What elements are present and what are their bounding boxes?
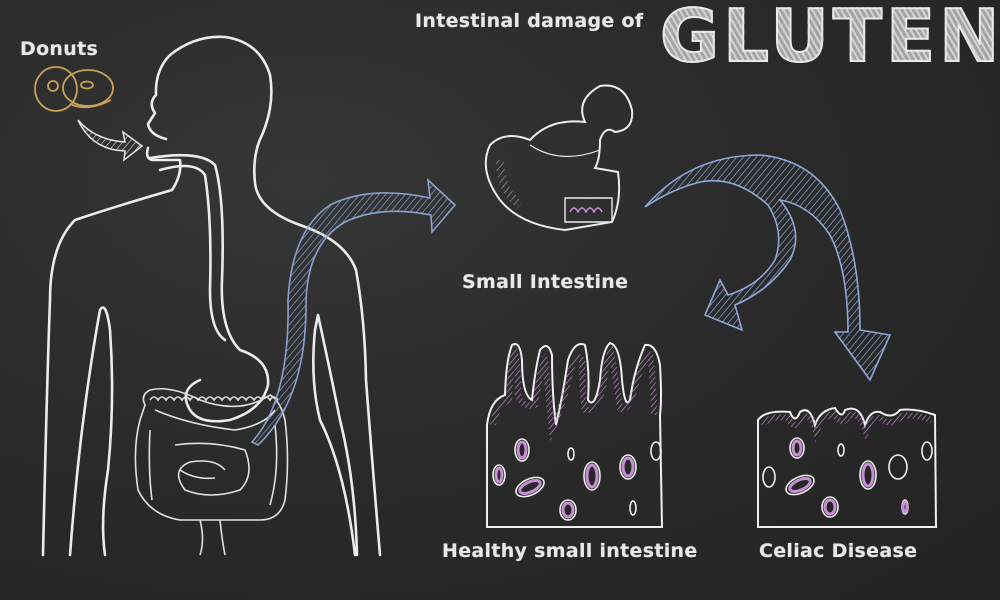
arrow-body-to-intestine-icon [250, 177, 457, 446]
label-celiac-disease: Celiac Disease [759, 540, 918, 562]
page-title: GLUTEN [659, 0, 1000, 79]
celiac-villi-diagram [757, 406, 938, 528]
subtitle: Intestinal damage of [415, 10, 644, 32]
label-donuts: Donuts [20, 38, 99, 60]
healthy-villi-diagram [486, 341, 664, 528]
donut-icon [34, 66, 114, 112]
mouth-arrow-icon [77, 119, 144, 162]
body-outline [41, 35, 382, 557]
arrow-split-icon [644, 154, 892, 382]
small-intestine-icon [484, 84, 634, 232]
intestines-outline [134, 387, 289, 556]
label-small-intestine: Small Intestine [462, 271, 629, 293]
label-healthy-intestine: Healthy small intestine [442, 540, 698, 562]
